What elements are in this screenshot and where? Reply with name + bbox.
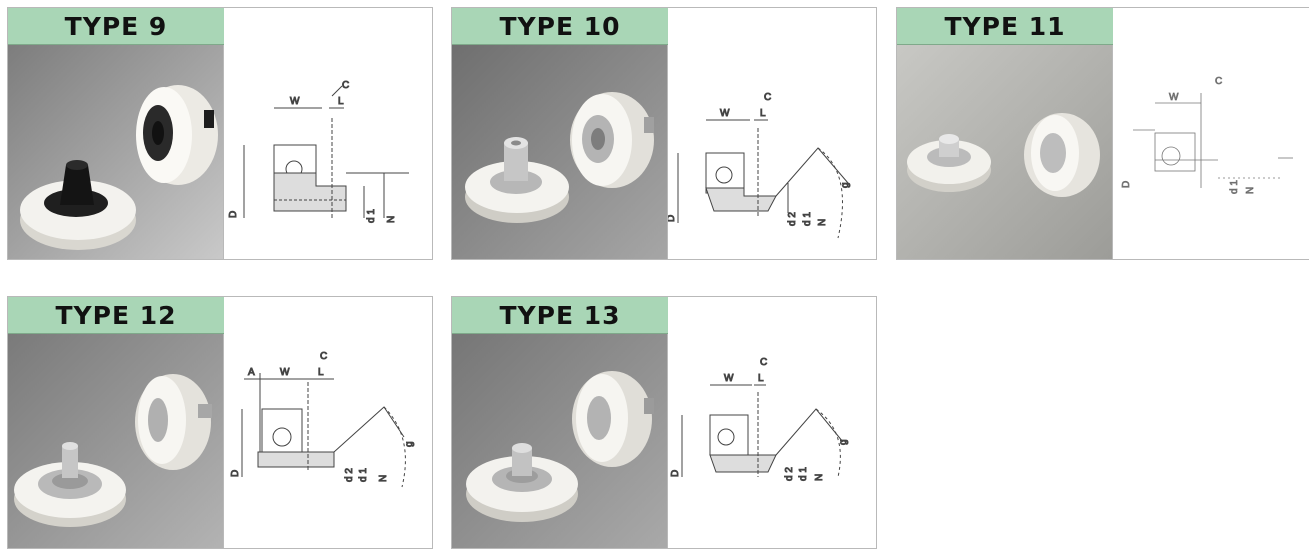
photo-column: TYPE 11 xyxy=(897,8,1113,259)
technical-drawing: A W C L D d 2 d 1 N g xyxy=(224,297,432,548)
type-label: TYPE 13 xyxy=(452,297,668,334)
dim-C: C xyxy=(1215,76,1222,87)
type-label: TYPE 9 xyxy=(8,8,224,45)
dim-W: W xyxy=(1169,92,1179,103)
dim-D: D xyxy=(230,470,241,477)
dim-d1: d 1 xyxy=(358,468,369,482)
dim-D: D xyxy=(668,215,677,222)
photo-column: TYPE 13 xyxy=(452,297,668,548)
dim-L: L xyxy=(318,367,324,378)
dim-N: N xyxy=(814,474,825,481)
dim-C: C xyxy=(764,92,771,103)
dim-L: L xyxy=(758,373,764,384)
dim-W: W xyxy=(724,373,734,384)
dim-L: L xyxy=(338,96,344,107)
dim-d2: d 2 xyxy=(784,467,795,481)
dim-g: g xyxy=(840,182,851,188)
product-photo xyxy=(8,45,223,259)
dim-N: N xyxy=(378,475,389,482)
dim-W: W xyxy=(720,108,730,119)
product-photo xyxy=(8,334,223,548)
photo-column: TYPE 9 xyxy=(8,8,224,259)
type-label: TYPE 11 xyxy=(897,8,1113,45)
dim-W: W xyxy=(280,367,290,378)
dim-C: C xyxy=(342,80,349,91)
dim-N: N xyxy=(386,216,397,223)
dim-d1: d 1 xyxy=(1229,180,1240,194)
photo-column: TYPE 12 xyxy=(8,297,224,548)
product-card-type-9: TYPE 9 xyxy=(7,7,433,260)
dim-C: C xyxy=(320,351,327,362)
technical-drawing: W C L D d 2 d 1 N g xyxy=(668,8,876,259)
dim-W: W xyxy=(290,96,300,107)
dim-d1: d 1 xyxy=(798,467,809,481)
product-card-type-11: TYPE 11 xyxy=(896,7,1309,260)
dim-g: g xyxy=(838,439,849,445)
dim-g: g xyxy=(404,441,415,447)
dim-N: N xyxy=(817,219,828,226)
product-photo xyxy=(897,45,1112,259)
type-label: TYPE 10 xyxy=(452,8,668,45)
dim-C: C xyxy=(760,357,767,368)
product-photo xyxy=(452,334,667,548)
technical-drawing: W C L D d 2 d 1 N g xyxy=(668,297,876,548)
photo-column: TYPE 10 xyxy=(452,8,668,259)
product-card-type-13: TYPE 13 xyxy=(451,296,877,549)
technical-drawing: W C D d 1 N xyxy=(1113,8,1309,259)
product-card-type-12: TYPE 12 xyxy=(7,296,433,549)
dim-D: D xyxy=(1121,181,1132,188)
dim-d1: d 1 xyxy=(366,209,377,223)
product-card-type-10: TYPE 10 xyxy=(451,7,877,260)
dim-d1: d 1 xyxy=(802,212,813,226)
dim-N: N xyxy=(1245,187,1256,194)
technical-drawing: W C L D d 1 N xyxy=(224,8,432,259)
type-label: TYPE 12 xyxy=(8,297,224,334)
dim-L: L xyxy=(760,108,766,119)
dim-D: D xyxy=(670,470,681,477)
dim-d2: d 2 xyxy=(344,468,355,482)
dim-d2: d 2 xyxy=(787,212,798,226)
dim-A: A xyxy=(248,367,255,378)
dim-D: D xyxy=(228,211,239,218)
product-photo xyxy=(452,45,667,259)
